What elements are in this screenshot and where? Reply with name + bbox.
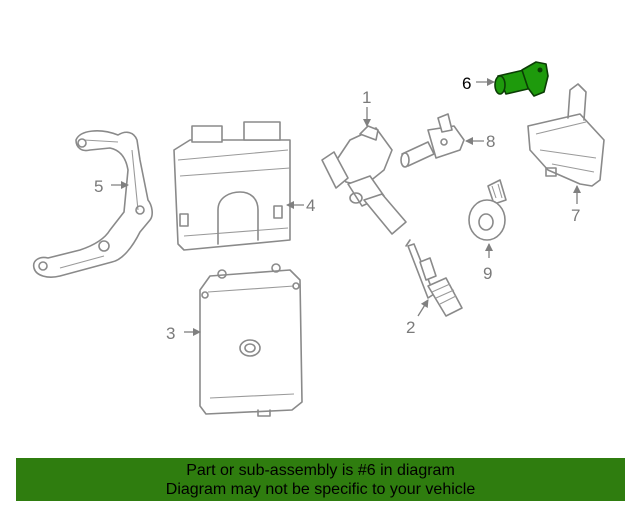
part-8-sensor[interactable]	[400, 113, 465, 168]
banner-line-1: Part or sub-assembly is #6 in diagram	[186, 462, 455, 479]
callout-7: 7	[571, 206, 580, 225]
callout-9: 9	[483, 264, 492, 283]
info-banner: Part or sub-assembly is #6 in diagram Di…	[16, 458, 625, 501]
callout-4: 4	[306, 196, 315, 215]
part-1-ignition-coil[interactable]	[321, 125, 407, 235]
callout-3: 3	[166, 324, 175, 343]
parts-diagram: 5 4 3 1	[32, 61, 605, 417]
part-5-bracket[interactable]	[32, 130, 153, 278]
part-4-module[interactable]	[173, 121, 291, 251]
part-3-ecu[interactable]	[199, 263, 303, 417]
callout-5: 5	[94, 177, 103, 196]
callout-8: 8	[486, 132, 495, 151]
part-6-sensor[interactable]	[494, 61, 549, 97]
callout-1: 1	[362, 88, 371, 107]
part-9-knock-sensor[interactable]	[468, 179, 507, 241]
callout-6: 6	[462, 74, 471, 93]
part-7-bracket[interactable]	[527, 83, 605, 187]
callout-2: 2	[406, 318, 415, 337]
part-2-spark-plug[interactable]	[405, 239, 463, 317]
banner-line-2: Diagram may not be specific to your vehi…	[165, 481, 476, 498]
